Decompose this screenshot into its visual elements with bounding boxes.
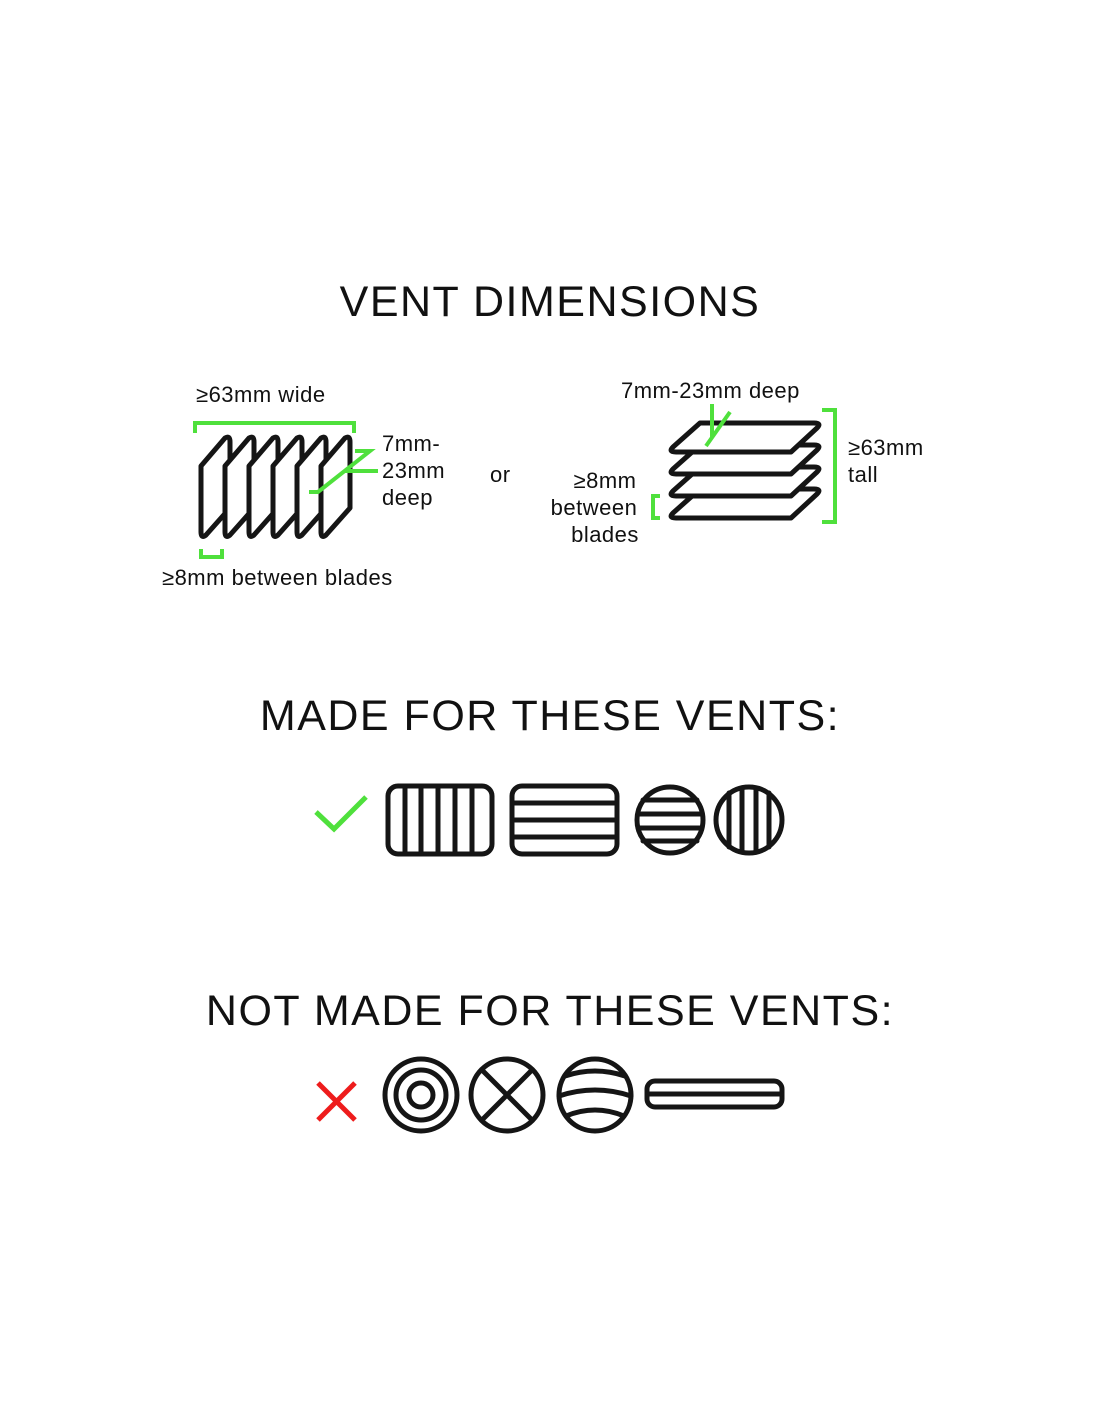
height-bracket — [822, 408, 837, 524]
compatible-vents-row — [314, 783, 785, 857]
height-label-line-2: tall — [848, 462, 878, 487]
title-vent-dimensions: VENT DIMENSIONS — [340, 278, 761, 326]
spacing-label: ≥8mm between blades — [162, 565, 393, 590]
width-label: ≥63mm wide — [196, 382, 326, 407]
vertical-blade — [318, 434, 353, 539]
depth-label-line-2: 23mm — [382, 458, 445, 483]
concentric-circle-vent-icon — [382, 1056, 460, 1134]
horizontal-blade-vent-diagram: 7mm-23mm deep ≥63mm tall ≥8mm between bl… — [551, 378, 924, 547]
rect-horizontal-slats-icon — [509, 783, 620, 857]
spacing-bracket — [199, 549, 224, 559]
depth-indicator — [704, 404, 732, 448]
vertical-blade-vent-diagram: ≥63mm wide 7mm- 23mm deep ≥8mm between b… — [162, 382, 445, 590]
height-label-line-1: ≥63mm — [848, 435, 924, 460]
slim-slot-vent-icon — [644, 1078, 785, 1110]
title-not-made-for: NOT MADE FOR THESE VENTS: — [206, 987, 894, 1035]
check-icon — [314, 795, 368, 833]
spacing-label-line-1: ≥8mm — [574, 468, 637, 493]
cross-icon — [316, 1081, 357, 1122]
depth-label: 7mm-23mm deep — [621, 378, 800, 403]
round-vertical-slats-icon — [713, 784, 785, 856]
depth-label-line-3: deep — [382, 485, 433, 510]
horizontal-blade — [668, 420, 822, 455]
spacing-label-line-3: blades — [571, 522, 639, 547]
spacing-bracket — [651, 494, 660, 520]
depth-label-line-1: 7mm- — [382, 431, 440, 456]
width-bracket — [193, 421, 356, 433]
round-x-vent-icon — [468, 1056, 546, 1134]
round-curved-slats-icon — [556, 1056, 634, 1134]
or-separator: or — [490, 462, 511, 487]
rect-vertical-slats-icon — [385, 783, 495, 857]
title-made-for: MADE FOR THESE VENTS: — [260, 692, 840, 740]
spacing-label-line-2: between — [551, 495, 638, 520]
round-horizontal-slats-icon — [634, 784, 706, 856]
incompatible-vents-row — [316, 1056, 785, 1134]
depth-indicator — [309, 449, 378, 494]
